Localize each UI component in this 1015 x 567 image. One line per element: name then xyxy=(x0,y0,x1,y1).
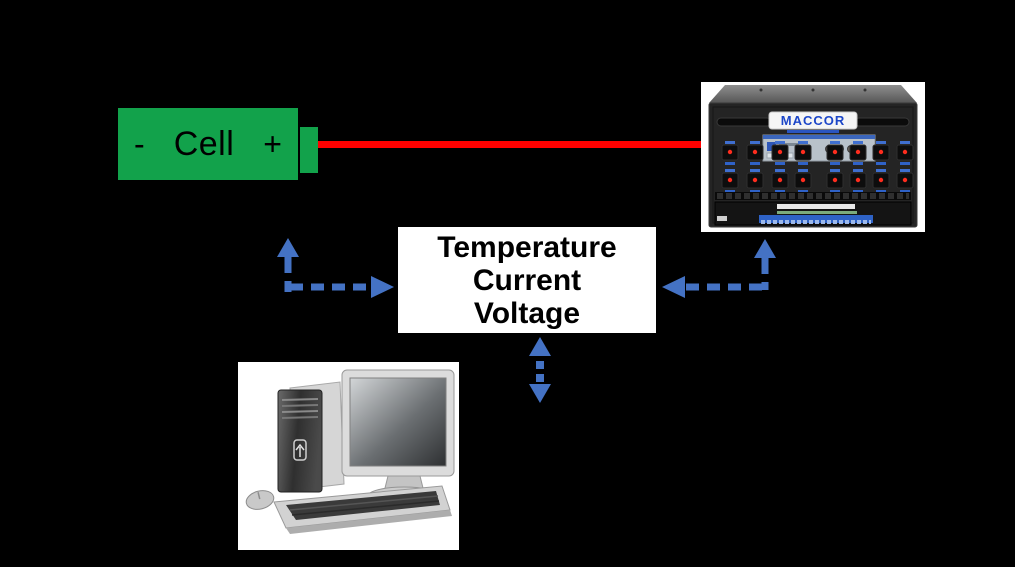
computer-link-arrow-icon xyxy=(529,337,551,403)
measurement-line-temperature: Temperature xyxy=(437,230,617,264)
measurement-box: Temperature Current Voltage xyxy=(398,227,656,333)
cell-positive-terminal-label: + xyxy=(263,126,282,162)
computer-keyboard xyxy=(273,485,452,534)
measurement-line-current: Current xyxy=(472,263,582,297)
desktop-computer-photo xyxy=(238,362,459,550)
maccor-tester-image: MACCOR xyxy=(701,82,925,232)
computer-mouse xyxy=(245,490,275,510)
cell-terminal-tab xyxy=(300,127,318,173)
tester-measurement-arrow-icon xyxy=(662,239,776,298)
tester-handle-right xyxy=(854,117,910,127)
tester-wiring-bay xyxy=(714,201,912,226)
measurement-line-voltage: Voltage xyxy=(473,296,581,330)
battery-cell: - Cell + xyxy=(118,108,298,180)
cell-measurement-arrow-icon xyxy=(277,238,394,298)
cell-negative-terminal-label: - xyxy=(134,126,145,162)
computer-image xyxy=(238,362,459,550)
tester-vent-strip xyxy=(715,192,911,200)
maccor-tester-photo: MACCOR xyxy=(701,82,925,232)
tester-brand-text: MACCOR xyxy=(781,113,846,128)
computer-tower xyxy=(277,381,345,493)
tester-top-face xyxy=(709,85,917,103)
computer-monitor xyxy=(341,369,455,506)
cell-label: Cell xyxy=(173,125,235,163)
tester-brand-plate xyxy=(768,111,858,130)
tester-handle-left xyxy=(716,117,772,127)
